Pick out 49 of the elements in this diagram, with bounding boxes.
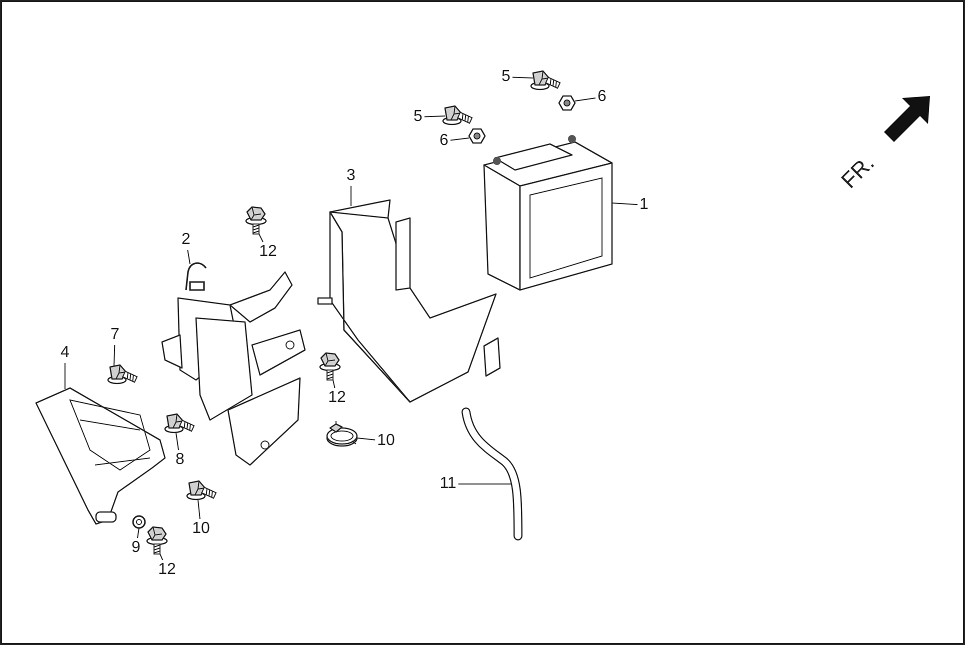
callout-number: 3 bbox=[346, 167, 356, 185]
callout-number: 8 bbox=[176, 451, 184, 469]
front-direction-label: FR. bbox=[839, 153, 877, 191]
callout-number: 2 bbox=[182, 231, 190, 249]
bolt-drawing bbox=[319, 352, 341, 380]
nut-drawing bbox=[468, 128, 486, 144]
washer-drawing bbox=[132, 515, 146, 529]
callout-number: 5 bbox=[414, 108, 422, 126]
battery-tray-drawing bbox=[317, 199, 501, 403]
bolt-drawing bbox=[245, 206, 267, 234]
bolt-drawing bbox=[530, 70, 561, 90]
bolt-drawing bbox=[442, 105, 473, 126]
bolt-drawing bbox=[146, 526, 168, 554]
callout-number: 12 bbox=[158, 561, 176, 579]
leader-line bbox=[114, 344, 116, 366]
leader-line bbox=[176, 432, 180, 450]
callout-number: 10 bbox=[377, 432, 395, 450]
leader-line bbox=[450, 138, 470, 141]
drain-tube-drawing bbox=[462, 408, 522, 540]
callout-number: 10 bbox=[192, 520, 210, 538]
bolt-drawing bbox=[107, 364, 138, 384]
callout-number: 12 bbox=[328, 389, 346, 407]
callout-number: 6 bbox=[598, 88, 606, 106]
leader-line bbox=[424, 116, 446, 118]
bolt-drawing bbox=[164, 413, 195, 434]
callout-number: 1 bbox=[640, 196, 648, 214]
leader-line bbox=[612, 202, 638, 206]
leader-line bbox=[512, 76, 534, 78]
leader-line bbox=[198, 500, 200, 520]
side-cover-drawing bbox=[35, 387, 166, 525]
battery-drawing bbox=[483, 135, 613, 291]
callout-number: 12 bbox=[259, 243, 277, 261]
hose-clamp-drawing bbox=[326, 420, 358, 447]
bolt-drawing bbox=[186, 480, 217, 500]
wire-clip-drawing bbox=[185, 262, 207, 291]
leader-line bbox=[187, 250, 190, 264]
callout-number: 9 bbox=[132, 539, 140, 557]
leader-line bbox=[356, 438, 376, 440]
leader-line bbox=[137, 528, 140, 538]
leader-line bbox=[350, 186, 352, 206]
callout-number: 5 bbox=[502, 68, 510, 86]
leader-line bbox=[574, 97, 596, 102]
leader-line bbox=[64, 362, 66, 390]
callout-number: 11 bbox=[440, 475, 456, 493]
callout-number: 7 bbox=[110, 326, 120, 344]
callout-number: 4 bbox=[60, 344, 70, 362]
leader-line bbox=[332, 380, 336, 388]
callout-number: 6 bbox=[440, 132, 448, 150]
nut-drawing bbox=[558, 95, 576, 111]
